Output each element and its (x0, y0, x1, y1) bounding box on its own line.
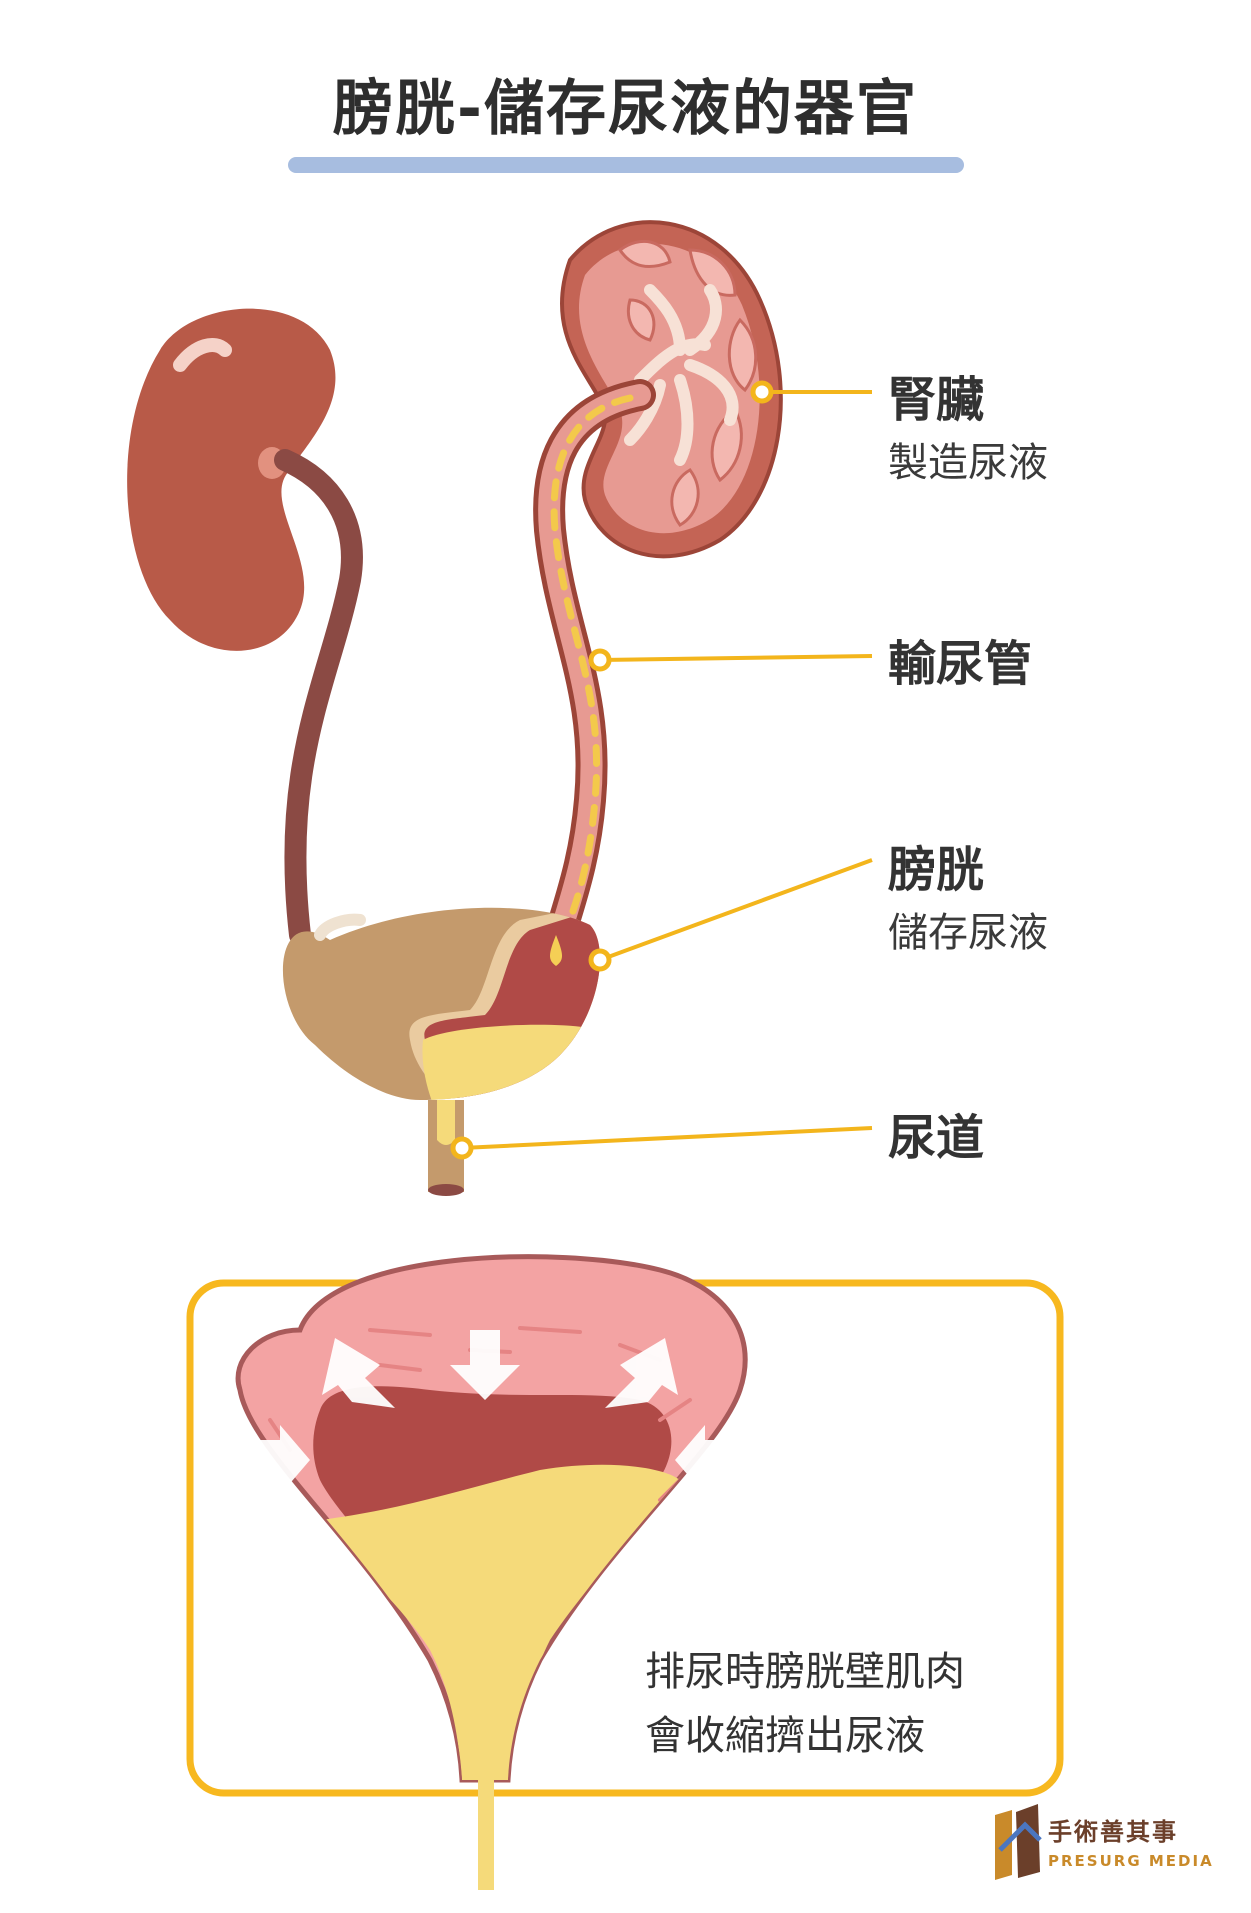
kidney-desc: 製造尿液 (888, 440, 1048, 486)
leader-lines (461, 390, 873, 1150)
bladder-label: 膀胱 (888, 842, 985, 898)
title-underline (288, 157, 964, 173)
right-ureter (533, 379, 656, 951)
left-ureter (274, 449, 363, 946)
contracting-bladder-inset (235, 1254, 748, 1783)
page-title: 膀胱-儲存尿液的器官 (333, 74, 918, 144)
urethra-label: 尿道 (888, 1110, 985, 1166)
kidney-label: 腎臟 (888, 372, 985, 428)
inset-note-line-2: 會收縮擠出尿液 (645, 1713, 925, 1759)
ureter-label: 輸尿管 (888, 636, 1033, 692)
presurg-logo-icon (995, 1804, 1042, 1880)
bladder-desc: 儲存尿液 (888, 910, 1048, 956)
inset-note: 排尿時膀胱壁肌肉 會收縮擠出尿液 (645, 1640, 965, 1768)
urine-stream (478, 1780, 494, 1890)
left-kidney (127, 308, 336, 651)
brand-name-zh: 手術善其事 (1048, 1818, 1178, 1846)
leader-dots (450, 380, 774, 1160)
inset-note-line-1: 排尿時膀胱壁肌肉 (645, 1649, 965, 1695)
brand-name-en: PRESURG MEDIA (1048, 1852, 1214, 1870)
right-kidney-cross-section (559, 220, 783, 559)
